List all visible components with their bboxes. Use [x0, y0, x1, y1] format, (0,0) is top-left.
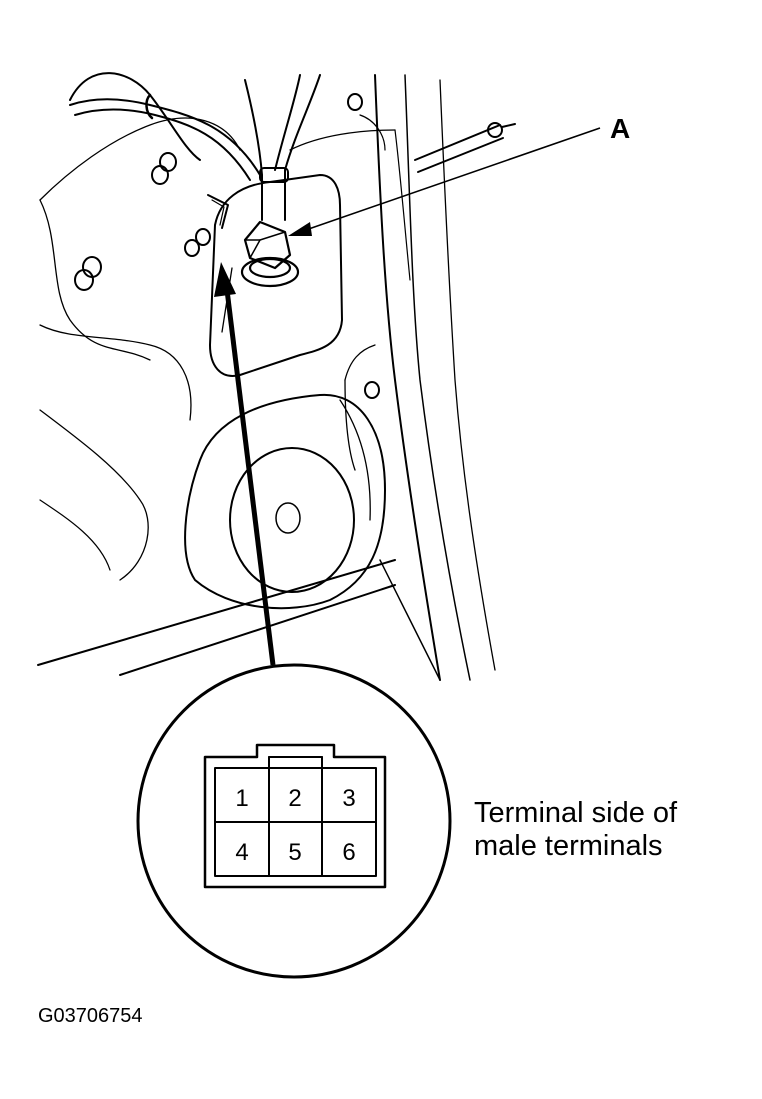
terminal-4: 4	[235, 839, 248, 866]
door-speaker	[184, 393, 386, 610]
caption-line-1: Terminal side of	[474, 797, 678, 829]
door-clips	[74, 93, 380, 399]
caption-line-2: male terminals	[474, 830, 663, 862]
terminal-2: 2	[288, 785, 301, 812]
terminal-numbers: 1 2 3 4 5 6	[235, 785, 355, 866]
magnify-arrow	[214, 262, 276, 666]
figure-id: G03706754	[38, 1005, 143, 1027]
terminal-3: 3	[342, 785, 355, 812]
terminal-6: 6	[342, 839, 355, 866]
terminal-1: 1	[235, 785, 248, 812]
callout-label-a: A	[610, 113, 630, 144]
connector-bracket	[209, 174, 343, 377]
terminal-5: 5	[288, 839, 301, 866]
door-connector	[240, 220, 300, 288]
wiring-harness	[69, 74, 321, 221]
connector-face	[203, 743, 387, 889]
callout-leader-a	[288, 127, 601, 236]
door-panel-outline	[37, 72, 516, 681]
